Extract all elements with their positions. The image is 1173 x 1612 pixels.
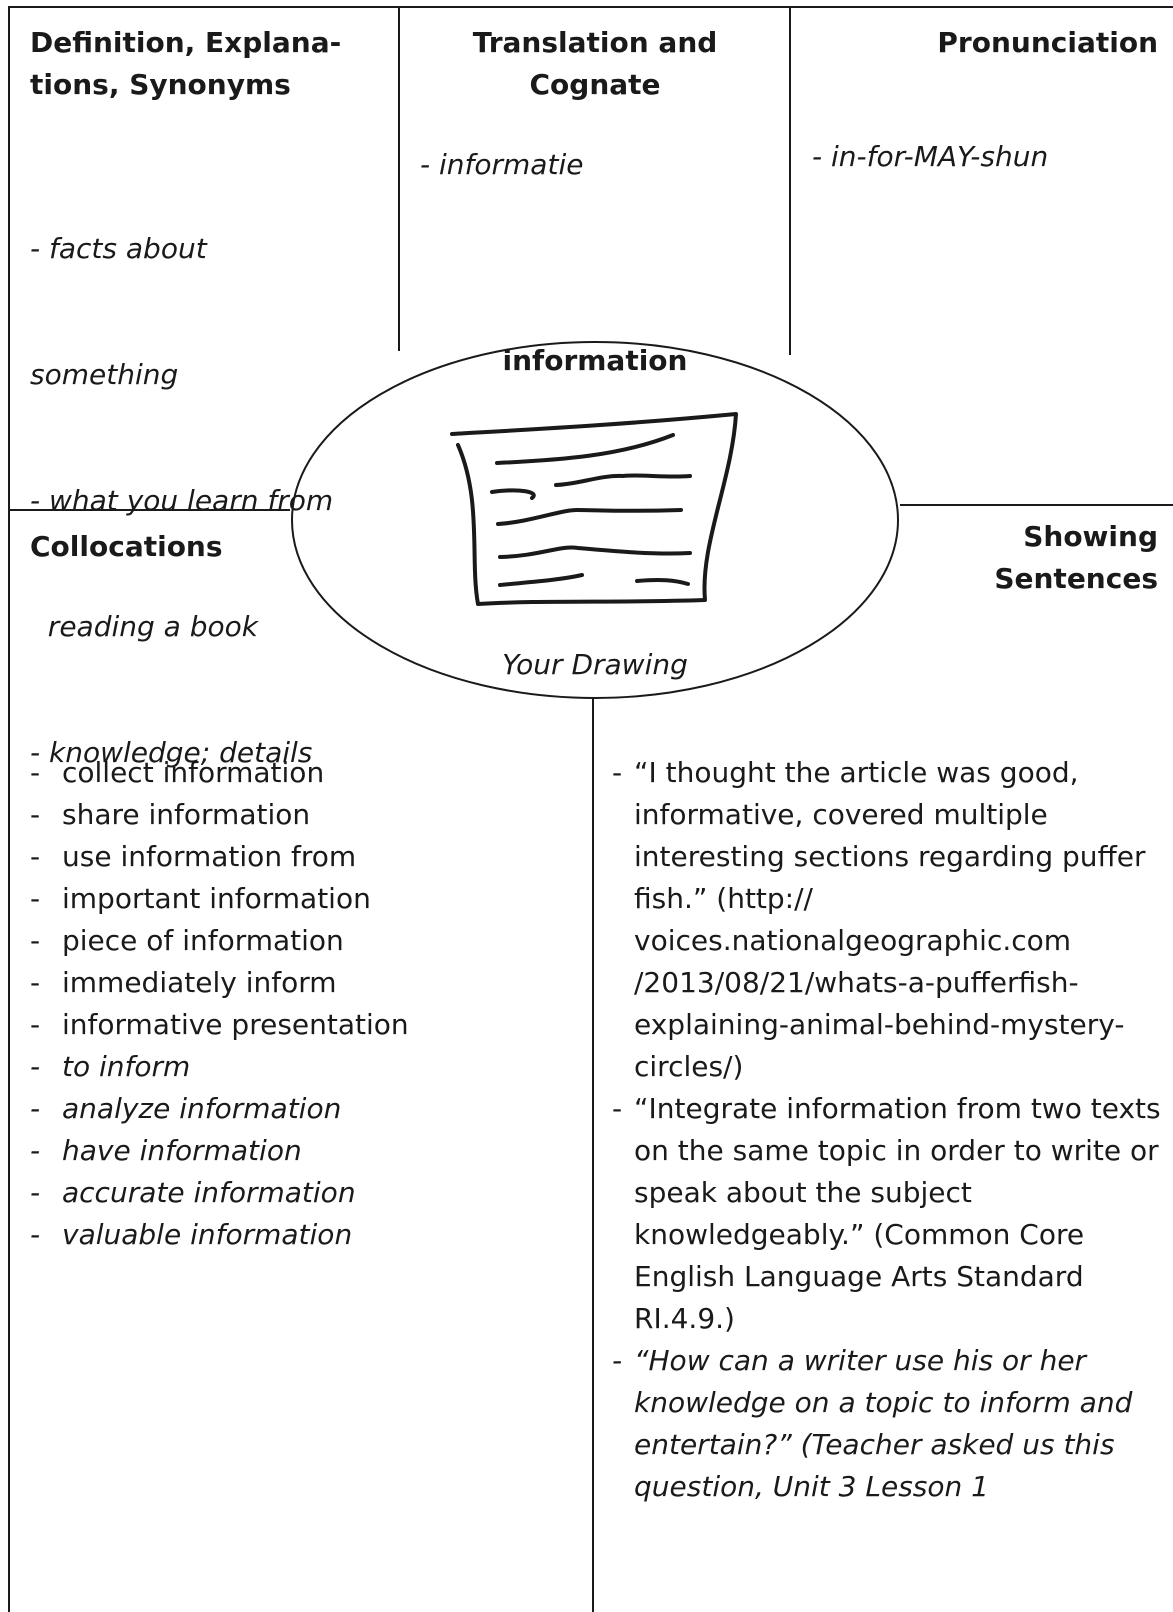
document-drawing-icon	[450, 412, 738, 606]
collocation-item: accurate information	[30, 1172, 580, 1214]
sentence-item: “How can a writer use his or her knowled…	[612, 1340, 1168, 1508]
collocations-list: collect information share information us…	[30, 752, 580, 1256]
collocation-item: share information	[30, 794, 580, 836]
sentences-list: “I thought the article was good, informa…	[612, 752, 1168, 1508]
drawing-caption: Your Drawing	[502, 648, 688, 681]
pronunciation-heading: Pronunciation	[937, 26, 1158, 59]
collocation-item: to inform	[30, 1046, 580, 1088]
sentences-heading: Showing Sentences	[900, 516, 1158, 600]
center-ellipse	[291, 341, 899, 699]
collocation-item: valuable information	[30, 1214, 580, 1256]
collocation-item: piece of information	[30, 920, 580, 962]
definition-heading: Definition, Explana- tions, Synonyms	[30, 22, 390, 106]
collocation-item: immediately inform	[30, 962, 580, 1004]
sentence-item: “I thought the article was good, informa…	[612, 752, 1168, 1088]
collocations-heading: Collocations	[30, 530, 223, 563]
collocation-item: informative presentation	[30, 1004, 580, 1046]
translation-heading: Translation and Cognate	[400, 22, 790, 106]
definition-line: - facts about	[30, 232, 207, 265]
target-word: information	[502, 344, 688, 377]
collocation-item: collect information	[30, 752, 580, 794]
definition-heading-line1: Definition, Explana-	[30, 26, 342, 59]
translation-heading-line1: Translation and	[472, 26, 718, 59]
collocation-item: use information from	[30, 836, 580, 878]
translation-heading-line2: Cognate	[529, 68, 661, 101]
definition-line: - what you learn from	[30, 484, 334, 517]
collocation-item: have information	[30, 1130, 580, 1172]
collocation-item: analyze information	[30, 1088, 580, 1130]
sentences-heading-line2: Sentences	[994, 562, 1158, 595]
pronunciation-item: - in-for-MAY-shun	[812, 140, 1049, 173]
sentence-item: “Integrate information from two texts on…	[612, 1088, 1168, 1340]
definition-list: - facts about something - what you learn…	[30, 144, 390, 858]
collocation-item: important information	[30, 878, 580, 920]
definition-line: reading a book	[30, 610, 258, 643]
definition-heading-line2: tions, Synonyms	[30, 68, 291, 101]
translation-item: - informatie	[420, 148, 584, 181]
sentences-heading-line1: Showing	[1023, 520, 1158, 553]
outer-border	[8, 6, 1173, 1612]
definition-line: something	[30, 358, 179, 391]
